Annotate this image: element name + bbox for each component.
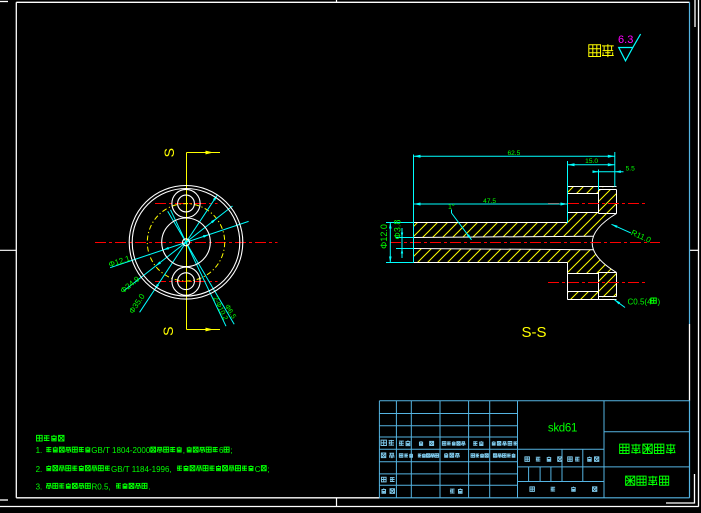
svg-text:S: S <box>161 148 177 157</box>
svg-text:47.5: 47.5 <box>483 198 496 205</box>
svg-text:S: S <box>160 327 176 336</box>
svg-text:R0.5,: R0.5, <box>92 483 111 492</box>
svg-text:15.0: 15.0 <box>585 158 598 165</box>
svg-text:6.3: 6.3 <box>618 34 633 46</box>
svg-text:C: C <box>255 465 261 474</box>
svg-text:1.: 1. <box>36 446 43 455</box>
svg-text:Φ3.8: Φ3.8 <box>392 220 402 240</box>
svg-text:): ) <box>658 297 661 306</box>
svg-text:1°: 1° <box>448 203 455 211</box>
svg-text:;: ; <box>230 446 232 455</box>
svg-text:skd61: skd61 <box>548 423 577 435</box>
svg-text:62.5: 62.5 <box>507 150 520 157</box>
svg-text:Φ12.0: Φ12.0 <box>379 224 389 249</box>
svg-text:C0.5(4: C0.5(4 <box>628 297 653 306</box>
svg-text:5.5: 5.5 <box>626 166 635 173</box>
svg-text:S-S: S-S <box>521 324 546 341</box>
svg-text:GB/T 1184-1996,: GB/T 1184-1996, <box>111 465 172 474</box>
svg-text:.: . <box>148 483 150 492</box>
svg-text:3.: 3. <box>36 483 43 492</box>
svg-text:2.: 2. <box>36 465 43 474</box>
svg-text:GB/T 1804-2000: GB/T 1804-2000 <box>91 446 151 455</box>
svg-text:6: 6 <box>219 446 224 455</box>
svg-text:,: , <box>183 446 185 455</box>
svg-text:;: ; <box>267 465 269 474</box>
